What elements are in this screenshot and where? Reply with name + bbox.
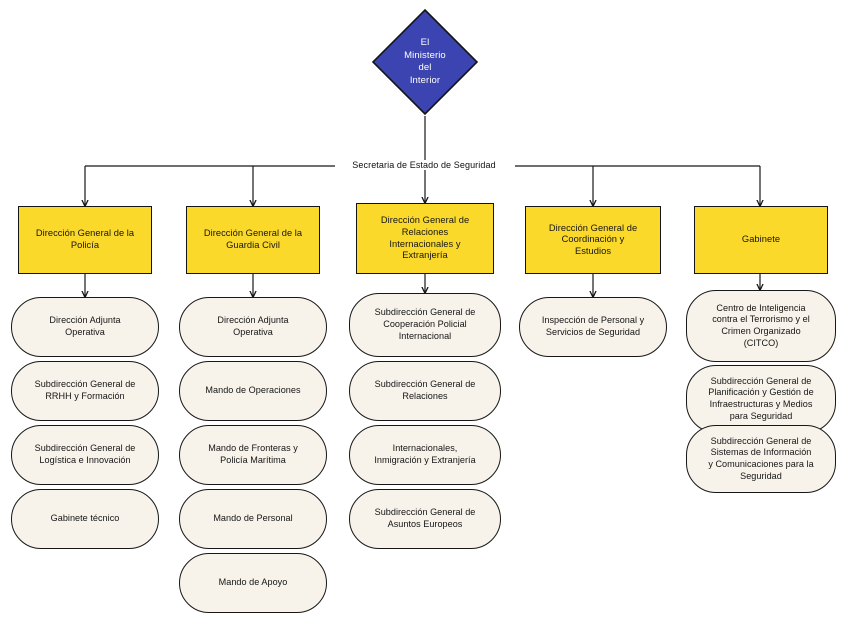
level2-item-mando-fronteras[interactable]: Mando de Fronteras y Policía Marítima — [179, 425, 327, 485]
level2-item-direccion-adjunta-operativa-gc[interactable]: Dirección Adjunta Operativa — [179, 297, 327, 357]
level1-head-policia[interactable]: Dirección General de la Policía — [18, 206, 152, 274]
root-node-ministerio[interactable]: El Ministerio del Interior — [371, 8, 479, 116]
level2-item-planificacion-infraestructuras[interactable]: Subdirección General de Planificación y … — [686, 365, 836, 433]
level2-item-inspeccion-personal-servicios[interactable]: Inspección de Personal y Servicios de Se… — [519, 297, 667, 357]
level2-item-mando-personal[interactable]: Mando de Personal — [179, 489, 327, 549]
level2-item-mando-operaciones[interactable]: Mando de Operaciones — [179, 361, 327, 421]
level1-head-coordinacion-estudios[interactable]: Dirección General de Coordinación y Estu… — [525, 206, 661, 274]
bus-label-text: Secretaria de Estado de Seguridad — [349, 160, 499, 170]
level2-item-rrhh-formacion[interactable]: Subdirección General de RRHH y Formación — [11, 361, 159, 421]
level2-item-gabinete-tecnico[interactable]: Gabinete técnico — [11, 489, 159, 549]
level2-item-sistemas-informacion-comunicaciones[interactable]: Subdirección General de Sistemas de Info… — [686, 425, 836, 493]
level2-item-logistica-innovacion[interactable]: Subdirección General de Logística e Inno… — [11, 425, 159, 485]
level2-item-asuntos-europeos[interactable]: Subdirección General de Asuntos Europeos — [349, 489, 501, 549]
level2-item-inmigracion-extranjeria[interactable]: Internacionales, Inmigración y Extranjer… — [349, 425, 501, 485]
level2-item-direccion-adjunta-operativa-policia[interactable]: Dirección Adjunta Operativa — [11, 297, 159, 357]
level1-head-guardia-civil[interactable]: Dirección General de la Guardia Civil — [186, 206, 320, 274]
root-node-label: El Ministerio del Interior — [404, 37, 446, 86]
level1-head-relaciones-internacionales[interactable]: Dirección General de Relaciones Internac… — [356, 203, 494, 274]
level2-item-cooperacion-policial-internacional[interactable]: Subdirección General de Cooperación Poli… — [349, 293, 501, 357]
level1-head-gabinete[interactable]: Gabinete — [694, 206, 828, 274]
diamond-shape-icon — [371, 8, 479, 116]
level2-item-relaciones[interactable]: Subdirección General de Relaciones — [349, 361, 501, 421]
level2-item-mando-apoyo[interactable]: Mando de Apoyo — [179, 553, 327, 613]
bus-label-secretaria: Secretaria de Estado de Seguridad — [0, 160, 848, 171]
level2-item-citco[interactable]: Centro de Inteligencia contra el Terrori… — [686, 290, 836, 362]
